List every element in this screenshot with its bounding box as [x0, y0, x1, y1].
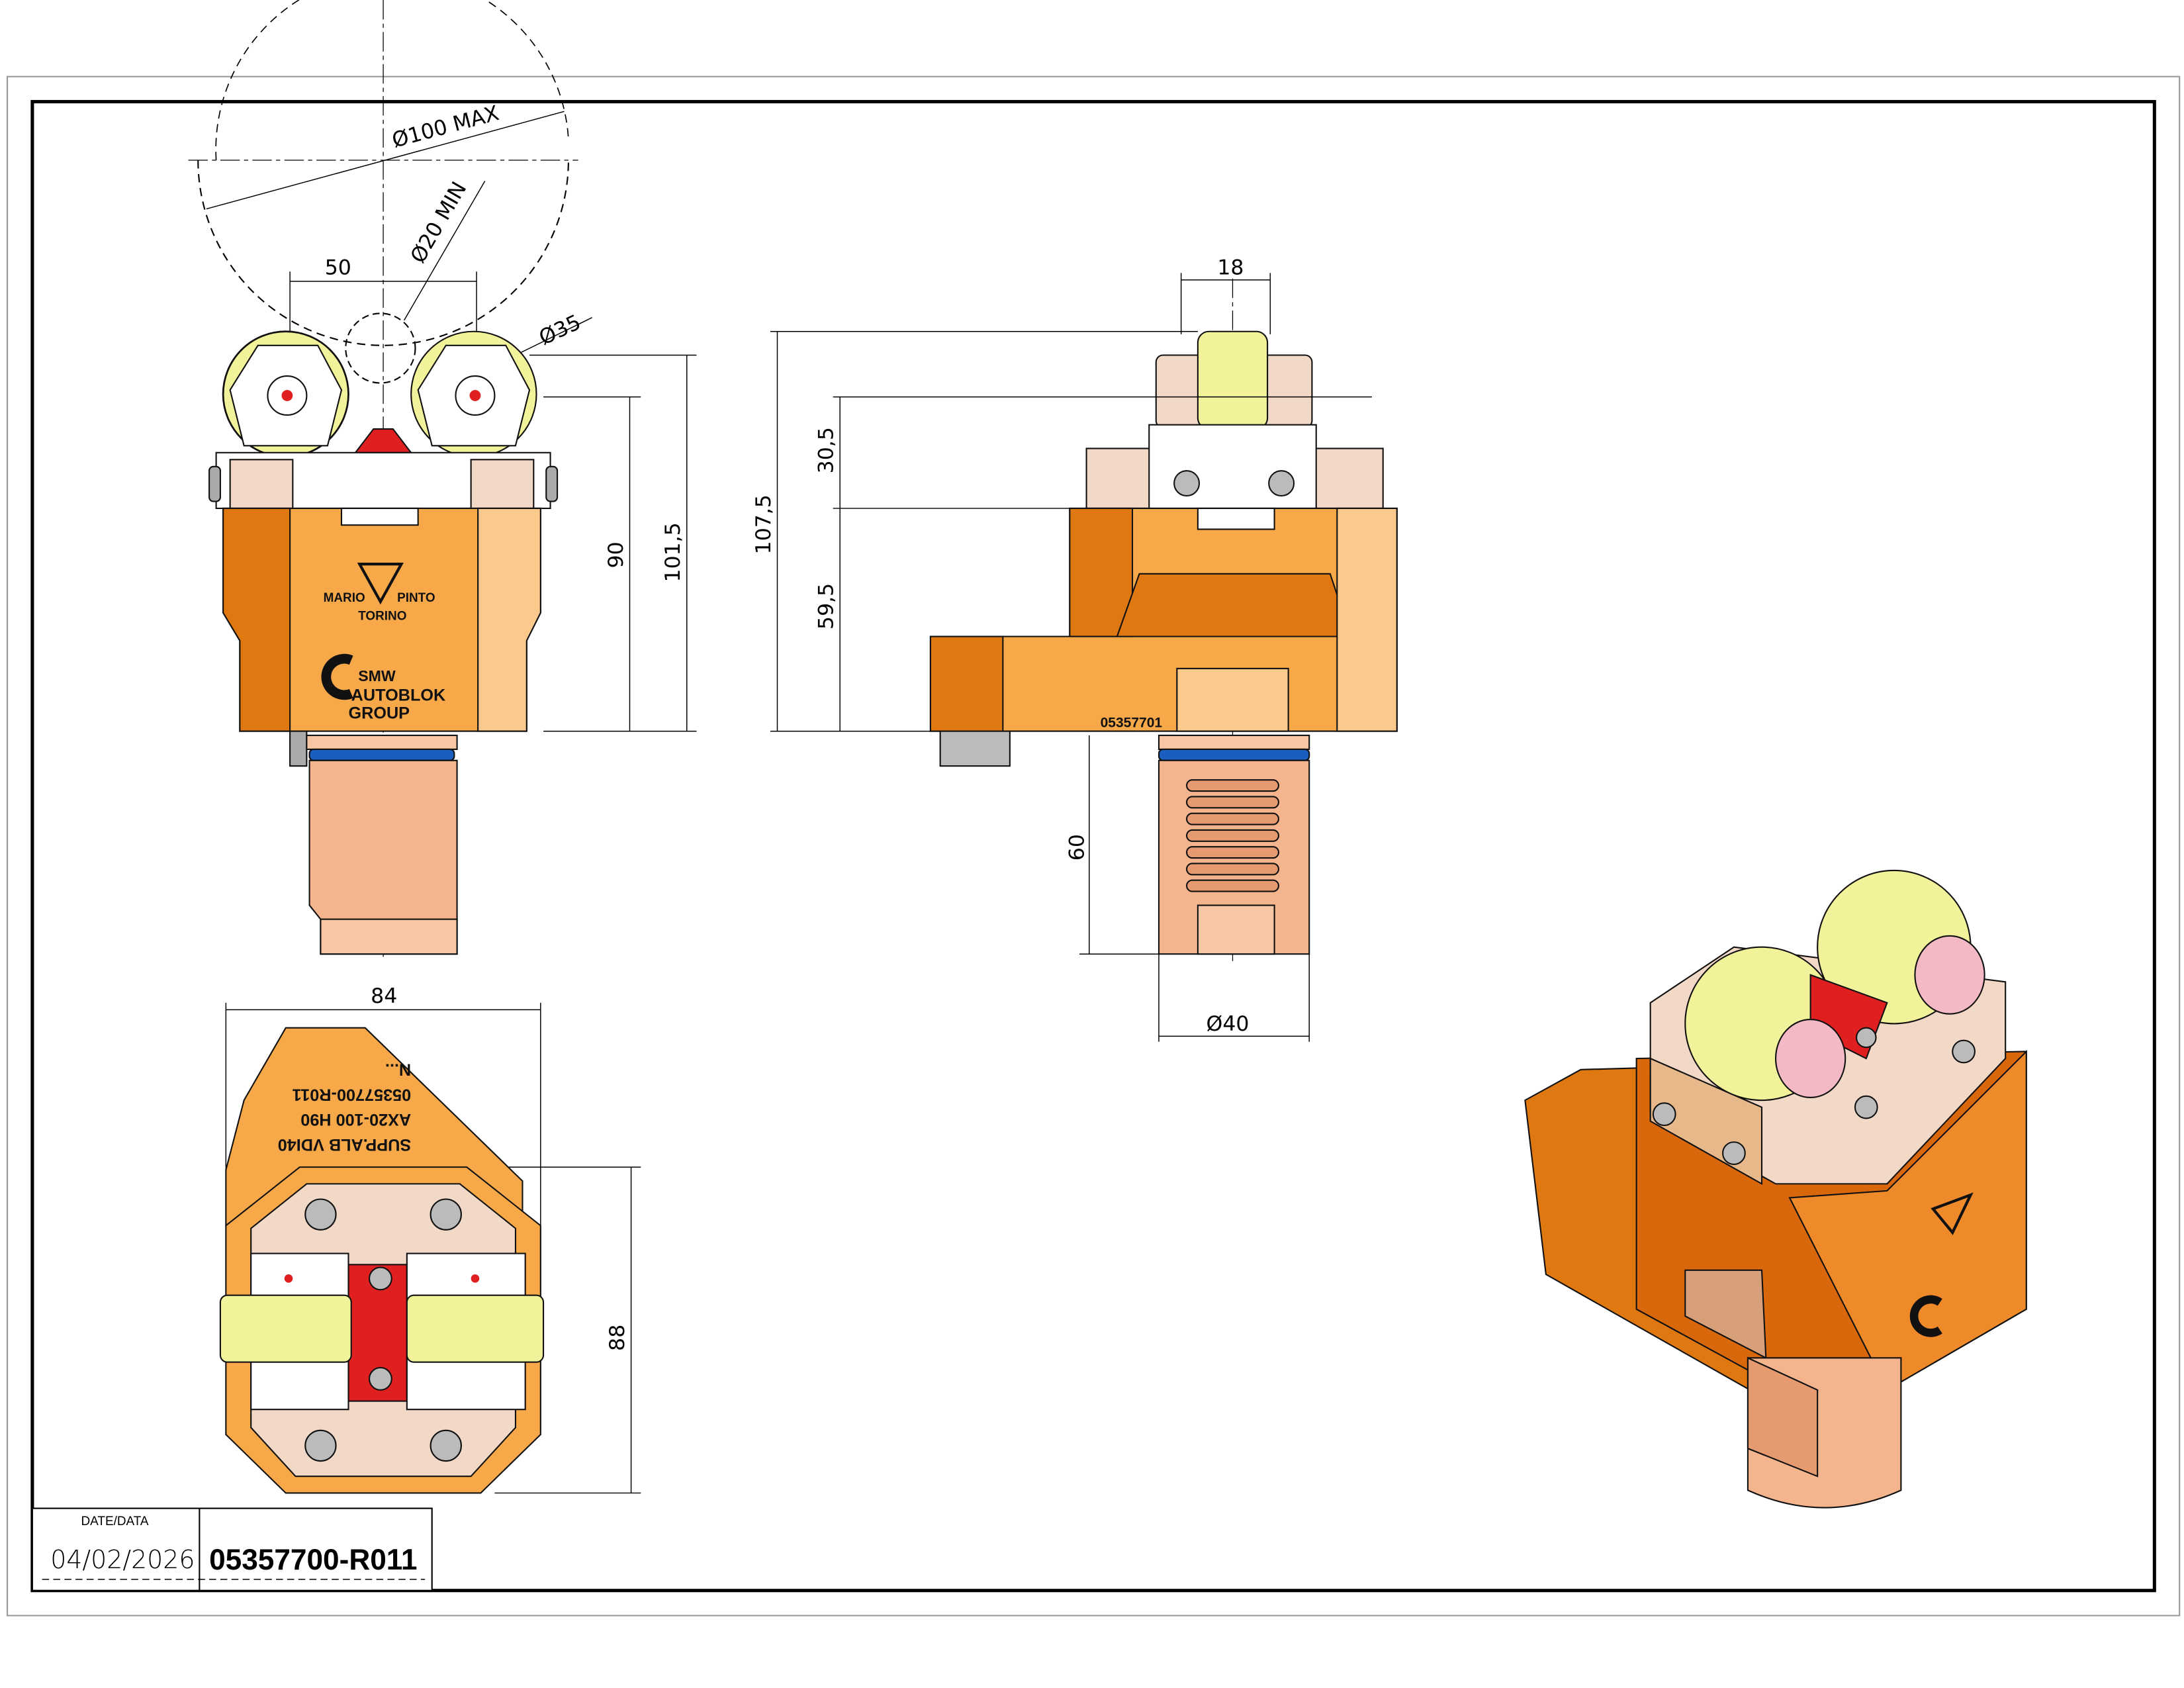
label-line-1: SUPP.ALB VDI40	[278, 1135, 411, 1154]
dim-dia-20-min: Ø20 MIN	[406, 178, 472, 267]
dim-30-5: 30,5	[815, 427, 839, 473]
group-smw: SMW	[358, 667, 396, 684]
serial-number: 05357701	[1101, 715, 1163, 730]
dim-dia-35: Ø35	[535, 310, 584, 350]
dim-84: 84	[371, 984, 397, 1008]
label-line-3: 05357700-R011	[293, 1085, 412, 1103]
side-roller	[1197, 330, 1269, 430]
dim-dia-40: Ø40	[1206, 1012, 1250, 1036]
dim-dia-100-max: Ø100 MAX	[390, 101, 502, 153]
dim-101-5: 101,5	[661, 522, 685, 582]
dim-18: 18	[1217, 256, 1244, 279]
group-group: GROUP	[348, 704, 410, 723]
group-autoblok: AUTOBLOK	[351, 686, 446, 704]
front-view: Ø100 MAX Ø20 MIN Ø35 50 MARIO PINTO TORI…	[188, 0, 697, 961]
center-wedge	[353, 428, 413, 453]
label-line-2: AX20-100 H90	[300, 1110, 411, 1129]
min-diameter-circle	[345, 312, 416, 384]
drawing-number: 05357700-R011	[209, 1544, 417, 1576]
brand-pinto: PINTO	[397, 591, 435, 605]
max-diameter-arc	[197, 160, 569, 346]
dim-90: 90	[604, 541, 628, 568]
dim-60: 60	[1065, 834, 1089, 861]
label-text: SUPP.ALB VDI40 AX20-100 H90 05357700-R01…	[278, 1060, 411, 1154]
dim-88: 88	[606, 1325, 629, 1351]
isometric-view	[1524, 869, 2027, 1509]
brand-mario: MARIO	[324, 591, 365, 605]
outer-frame	[6, 75, 2181, 1617]
dim-50: 50	[325, 256, 351, 279]
smw-c-logo	[321, 653, 353, 700]
bottom-roller-right	[406, 1294, 545, 1363]
bottom-roller-left	[219, 1294, 352, 1363]
title-block: DATE/DATA 04/02/2026 05357700-R011	[31, 1507, 433, 1591]
bottom-view: 84 88 SUPP.ALB VDI40 AX20-100 H90 053577…	[219, 984, 641, 1494]
drawing-border	[30, 100, 2156, 1593]
shank-serrations	[1186, 779, 1279, 892]
date-label: DATE/DATA	[81, 1515, 149, 1528]
dim-59-5: 59,5	[815, 583, 839, 630]
side-view: 18 05357701 107,5 30,5 59,	[752, 256, 1398, 1042]
date-value: 04/02/2026	[50, 1545, 195, 1574]
label-line-4: N...	[385, 1060, 411, 1078]
brand-torino: TORINO	[358, 609, 406, 623]
brand-logo-triangle	[357, 563, 404, 605]
dim-107-5: 107,5	[752, 494, 776, 554]
